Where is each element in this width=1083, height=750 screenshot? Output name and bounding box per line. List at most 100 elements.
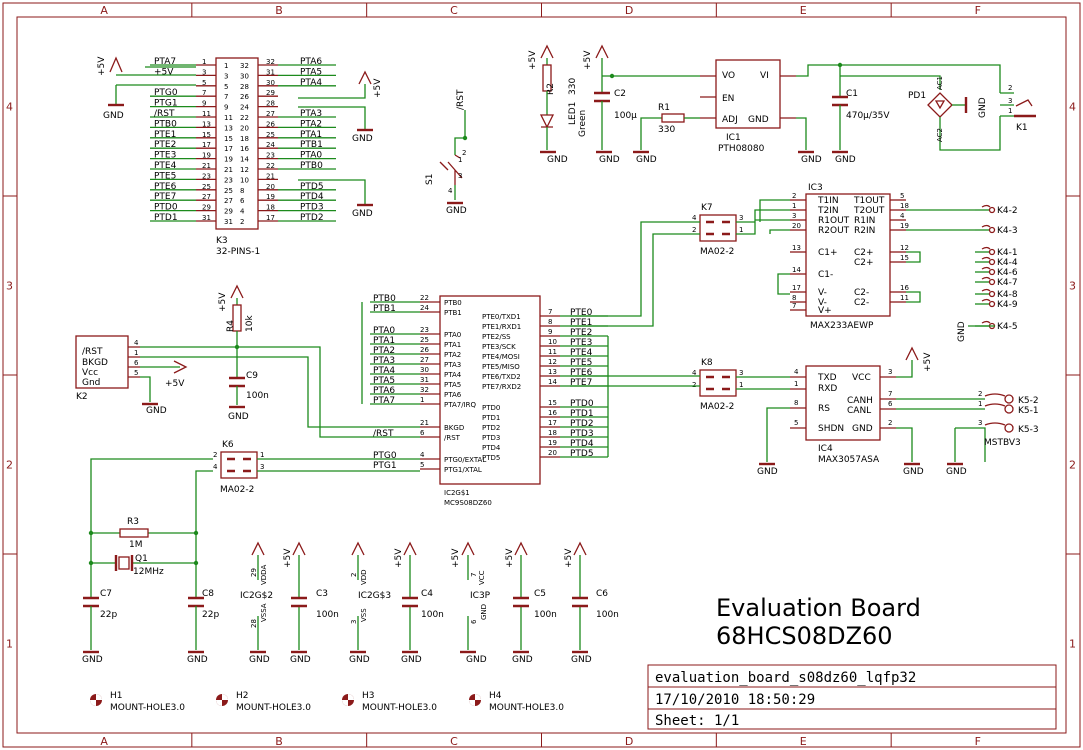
svg-text:25: 25 — [224, 187, 233, 195]
svg-text:IC2G$3: IC2G$3 — [358, 591, 391, 601]
svg-text:21: 21 — [266, 172, 275, 180]
zone-row-label: 3 — [1069, 280, 1076, 293]
ic2-pin-right: PTE6/TXD2 — [482, 373, 521, 381]
svg-text:27: 27 — [420, 356, 429, 364]
svg-text:IC3P: IC3P — [470, 591, 491, 601]
svg-text:H3: H3 — [362, 691, 375, 701]
svg-text:C6: C6 — [596, 589, 608, 599]
svg-text:330: 330 — [568, 78, 578, 95]
zone-col-label: D — [625, 735, 633, 748]
ic2-net-left: PTB1 — [373, 304, 396, 314]
svg-text:+5V: +5V — [394, 548, 404, 568]
svg-text:32: 32 — [420, 386, 429, 394]
ic2-net-right: PTD5 — [570, 449, 594, 459]
svg-text:18: 18 — [240, 135, 249, 143]
svg-text:GND: GND — [978, 97, 988, 118]
svg-text:100µ: 100µ — [614, 111, 637, 121]
svg-text:2: 2 — [240, 218, 244, 226]
ic2-pin-left: PTG0/EXTAL — [444, 456, 486, 464]
svg-text:7: 7 — [202, 89, 206, 97]
svg-text:26: 26 — [420, 346, 429, 354]
zone-row-label: 1 — [6, 638, 13, 651]
svg-text:11: 11 — [224, 114, 233, 122]
svg-text:GND: GND — [757, 467, 778, 477]
ic2-net-left: PTA4 — [373, 366, 395, 376]
title-date: 17/10/2010 18:50:29 — [655, 692, 815, 708]
svg-text:6: 6 — [240, 197, 245, 205]
power-pins-ic3p: +5V 7 VCC IC3P 6 GND GND — [451, 541, 491, 665]
svg-text:13: 13 — [202, 120, 211, 128]
svg-text:4: 4 — [692, 369, 697, 377]
ic2-net-left: PTA2 — [373, 346, 395, 356]
ic2-pin-right: PTE0/TXD1 — [482, 313, 521, 321]
svg-text:1M: 1M — [129, 540, 143, 550]
capacitor-c2: +5V C2 100µ GND — [583, 44, 700, 165]
svg-text:13: 13 — [792, 244, 801, 252]
ground-symbol-k3: GND — [103, 103, 124, 121]
k4-pin-label: K4-9 — [997, 300, 1018, 310]
k3-net-left: PTG0 — [154, 88, 178, 98]
svg-text:RXD: RXD — [818, 384, 837, 394]
k3-value: 32-PINS-1 — [216, 247, 260, 257]
svg-text:9: 9 — [202, 100, 206, 108]
ic3-pin-left: V- — [818, 298, 827, 308]
regulator-ic1: VO EN ADJ GND VI IC1 PTH08080 GND — [700, 59, 822, 165]
svg-text:16: 16 — [548, 409, 557, 417]
ic2-pin-right: PTE2/SS — [482, 333, 511, 341]
svg-text:2: 2 — [792, 192, 796, 200]
ic2-net-left: PTG1 — [373, 461, 397, 471]
svg-text:25: 25 — [420, 336, 429, 344]
board-title-line2: 68HCS08DZ60 — [716, 622, 893, 650]
zone-row-label: 1 — [1069, 638, 1076, 651]
ic2-pin-left: PTA5 — [444, 381, 461, 389]
svg-text:24: 24 — [240, 104, 249, 112]
svg-text:BKGD: BKGD — [82, 358, 108, 368]
svg-text:GND: GND — [349, 655, 370, 665]
mcu-ic2: IC2G$1 MC9S08DZ60 22PTB0PTB024PTB1PTB123… — [361, 294, 609, 507]
svg-text:+5V: +5V — [583, 50, 593, 70]
zone-col-label: C — [450, 4, 458, 17]
ic2-net-left: PTA3 — [373, 356, 395, 366]
ic2-net-right: PTE3 — [570, 338, 592, 348]
svg-text:3: 3 — [888, 368, 892, 376]
k3-net-left: PTE5 — [154, 171, 176, 181]
svg-text:3: 3 — [350, 620, 358, 624]
svg-text:MA02-2: MA02-2 — [700, 247, 734, 257]
svg-text:5: 5 — [134, 369, 138, 377]
svg-text:+5V: +5V — [218, 292, 228, 312]
svg-text:22p: 22p — [100, 610, 117, 620]
zone-row-label: 4 — [6, 101, 13, 114]
svg-text:17: 17 — [202, 141, 211, 149]
svg-text:30: 30 — [420, 366, 429, 374]
svg-text:4: 4 — [900, 212, 905, 220]
ic2-net-left: PTA0 — [373, 326, 395, 336]
svg-text:19: 19 — [548, 439, 557, 447]
svg-text:6: 6 — [470, 619, 478, 624]
svg-text:K5-1: K5-1 — [1018, 406, 1039, 416]
svg-text:17: 17 — [792, 284, 801, 292]
svg-text:H1: H1 — [110, 691, 123, 701]
svg-text:1: 1 — [739, 381, 743, 389]
svg-text:1: 1 — [792, 202, 796, 210]
svg-text:C4: C4 — [421, 589, 433, 599]
svg-text:3: 3 — [458, 172, 462, 180]
ic3-pin-right: T2OUT — [853, 206, 885, 216]
svg-text:3: 3 — [260, 463, 264, 471]
svg-text:R4: R4 — [226, 320, 236, 332]
ic2-net-right: PTE0 — [570, 308, 593, 318]
svg-text:26: 26 — [266, 120, 275, 128]
ic2-net-right: PTD4 — [570, 439, 594, 449]
svg-text:7: 7 — [224, 93, 228, 101]
svg-text:6: 6 — [134, 359, 139, 367]
svg-text:1: 1 — [260, 451, 264, 459]
svg-text:20: 20 — [792, 222, 801, 230]
svg-text:+5V: +5V — [564, 548, 574, 568]
svg-text:19: 19 — [202, 152, 211, 160]
svg-text:1: 1 — [224, 62, 228, 70]
svg-text:4: 4 — [692, 214, 697, 222]
svg-text:20: 20 — [548, 449, 557, 457]
k4-pin-label: K4-3 — [997, 226, 1018, 236]
ic2-pin-right: PTE3/SCK — [482, 343, 516, 351]
svg-text:5: 5 — [224, 83, 228, 91]
